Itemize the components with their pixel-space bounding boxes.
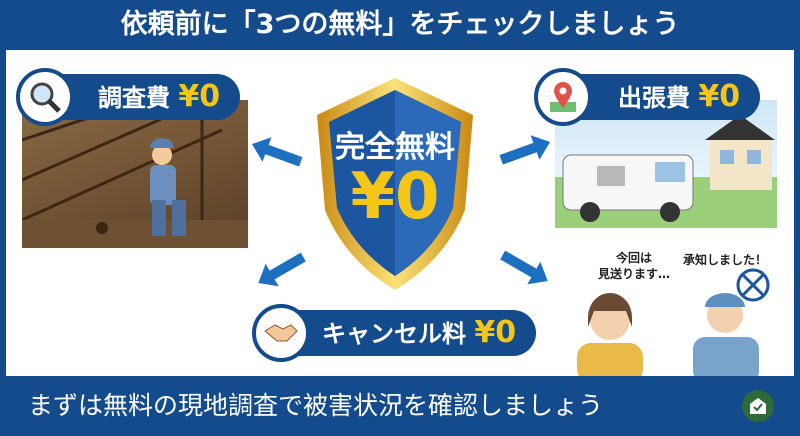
shield-label: 完全無料 (335, 130, 455, 165)
cancel-fee-label: キャンセル料 (322, 320, 466, 348)
map-pin-icon-circle (534, 68, 592, 126)
survey-fee-label: 調査費 (98, 84, 170, 112)
header-banner: 依頼前に「3つの無料」をチェックしましょう (0, 0, 800, 50)
shield-check-icon (742, 390, 774, 422)
worker-speech-bubble: 承知しました！ (683, 253, 768, 267)
handshake-icon (264, 324, 298, 342)
van-house-illustration (555, 100, 777, 228)
shield-price: ¥0 (350, 160, 440, 234)
footer-text: まずは無料の現地調査で被害状況を確認しましょう (28, 391, 604, 420)
cancellation-conversation-illustration (555, 245, 777, 376)
survey-fee-price: ¥0 (178, 79, 221, 114)
travel-fee-price: ¥0 (698, 79, 741, 114)
magnifier-icon-circle (16, 68, 74, 126)
customer-speech-bubble: 今回は 見送ります… (598, 251, 671, 281)
footer-banner: まずは無料の現地調査で被害状況を確認しましょう (0, 376, 800, 436)
map-pin-icon (550, 82, 576, 112)
cancel-fee-price: ¥0 (474, 315, 517, 350)
header-title: 依頼前に「3つの無料」をチェックしましょう (120, 9, 680, 40)
attic-inspection-illustration (22, 100, 248, 248)
free-shield-emblem (295, 60, 495, 290)
travel-fee-label: 出張費 (618, 84, 690, 112)
handshake-icon-circle (252, 304, 310, 362)
magnifier-icon (30, 82, 61, 113)
